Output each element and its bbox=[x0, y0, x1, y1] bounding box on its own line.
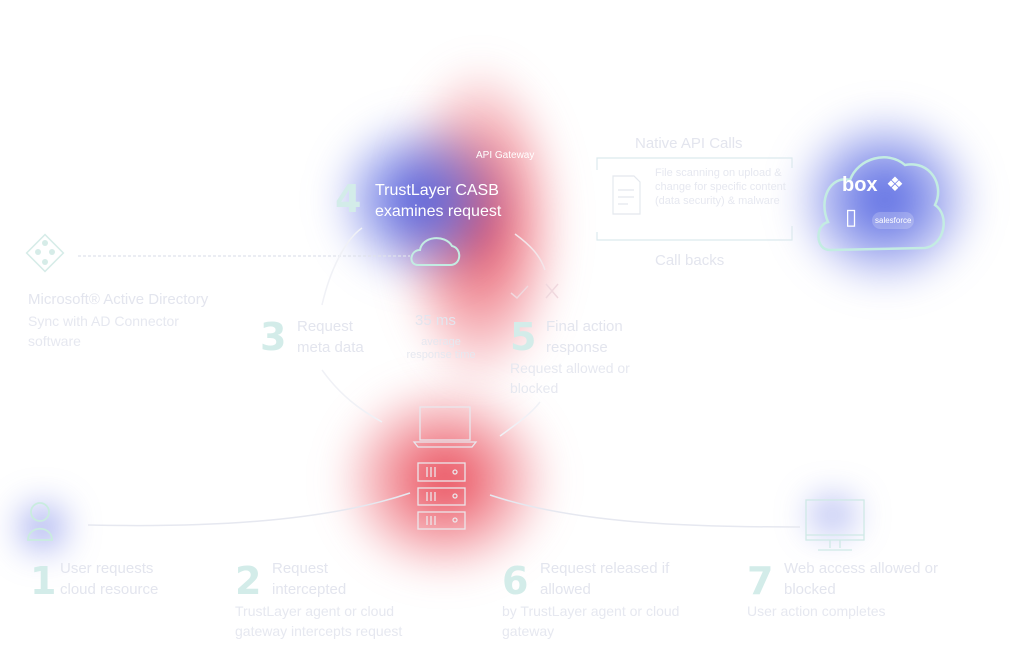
step-2-description: TrustLayer agent or cloud gateway interc… bbox=[235, 603, 403, 639]
ad-title: Microsoft® Active Directory bbox=[28, 291, 209, 308]
step-6-description: by TrustLayer agent or cloud gateway bbox=[502, 603, 680, 639]
server-glow-red bbox=[335, 380, 555, 580]
step-7-description: User action completes bbox=[747, 603, 886, 619]
casb-glow-blue bbox=[330, 115, 510, 285]
laptop-icon bbox=[412, 406, 478, 448]
response-time-label: average response time bbox=[406, 336, 476, 361]
cloud-apps-glow bbox=[790, 110, 980, 290]
response-time-value: 35 ms bbox=[415, 312, 456, 329]
native-api-description: File scanning on upload & change for spe… bbox=[655, 167, 786, 207]
connector-step3-arrow bbox=[321, 227, 363, 306]
dropbox-logo: ❖ bbox=[886, 174, 904, 196]
native-api-top-label: Native API Calls bbox=[635, 135, 743, 152]
step-2-title: Request intercepted bbox=[272, 560, 347, 598]
step-5-description: Request allowed or blocked bbox=[510, 360, 630, 396]
cloud-apps-outline bbox=[817, 156, 945, 252]
office-logo: ▯ bbox=[845, 204, 858, 229]
step-1-title: User requests cloud resource bbox=[60, 560, 159, 598]
step-5-number: 5 bbox=[510, 315, 537, 359]
connector-step5-lower bbox=[499, 401, 541, 437]
native-api-bracket-bottom bbox=[596, 226, 793, 241]
user-glow bbox=[15, 500, 70, 555]
step-7-number: 7 bbox=[747, 559, 774, 603]
check-icon bbox=[510, 285, 529, 300]
active-directory-icon bbox=[25, 233, 65, 273]
step-5-title: Final action response bbox=[546, 318, 623, 356]
native-api-bracket-top bbox=[596, 157, 793, 170]
connector-server-to-monitor bbox=[489, 494, 801, 528]
connector-user-to-server bbox=[87, 492, 411, 527]
step-3-title: Request meta data bbox=[297, 318, 364, 356]
step-3-number: 3 bbox=[260, 315, 287, 359]
call-backs-label: Call backs bbox=[655, 252, 725, 269]
salesforce-logo: salesforce bbox=[872, 212, 915, 229]
step-1-number: 1 bbox=[30, 559, 57, 603]
step-4-title: TrustLayer CASB examines request bbox=[375, 182, 502, 220]
monitor-icon bbox=[805, 499, 865, 551]
step-2-number: 2 bbox=[235, 559, 262, 603]
box-logo: box bbox=[842, 174, 878, 196]
step-7-title: Web access allowed or blocked bbox=[784, 560, 938, 598]
step-6-title: Request released if allowed bbox=[540, 560, 670, 598]
server-icon bbox=[417, 462, 466, 530]
connector-step5-upper bbox=[514, 233, 546, 271]
x-icon bbox=[545, 283, 559, 299]
user-icon bbox=[27, 502, 53, 541]
ad-description: Sync with AD Connector software bbox=[28, 313, 179, 349]
api-gateway-label: API Gateway bbox=[476, 150, 535, 161]
cloud-icon bbox=[410, 237, 461, 266]
document-icon bbox=[612, 175, 641, 215]
monitor-glow bbox=[805, 495, 860, 535]
connector-step3-lower bbox=[321, 369, 383, 423]
step-6-number: 6 bbox=[502, 559, 529, 603]
step-4-number: 4 bbox=[335, 177, 362, 221]
